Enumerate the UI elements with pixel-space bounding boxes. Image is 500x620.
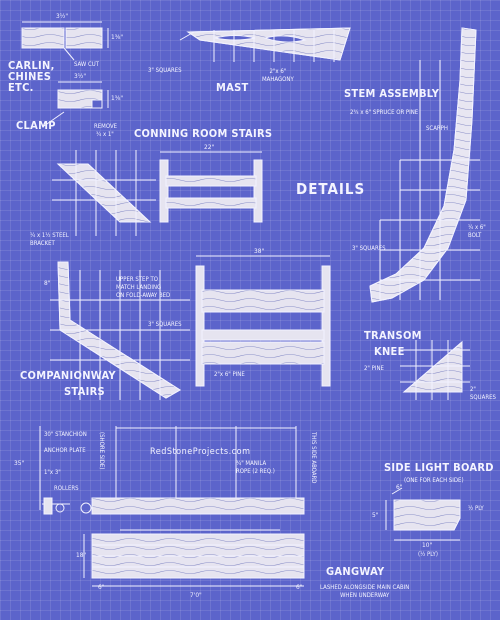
side-aboard-label: THIS SIDE ABOARD: [310, 432, 317, 484]
clamp-label: CLAMP: [16, 119, 56, 132]
remove-label: REMOVE: [94, 123, 118, 130]
slb-10-dim: 10": [422, 541, 433, 549]
gangway-note: LASHED ALONGSIDE MAIN CABIN WHEN UNDERWA…: [320, 584, 410, 599]
knee-pine-label: 2" PINE: [364, 365, 384, 372]
saw-cut-label: SAW CUT: [74, 61, 99, 68]
gangway-height-dim: 35": [14, 459, 25, 467]
stem-bolt-label: ¼ x 6" BOLT: [468, 224, 486, 239]
knee-squares-label: 2" SQUARES: [470, 386, 496, 401]
side-light-board-label: SIDE LIGHT BOARD: [384, 461, 494, 474]
rollers-label: ROLLERS: [54, 485, 79, 492]
slb-5-dim: 5": [372, 511, 379, 519]
center-stair-width-dim: 38": [254, 247, 265, 255]
knee-label: KNEE: [374, 345, 405, 358]
manila-rope-label: ¾" MANILA ROPE (2 REQ.): [236, 460, 275, 475]
gangway-6b-dim: 6": [296, 583, 303, 591]
side-light-board-drawing: [385, 487, 461, 541]
mast-label: MAST: [216, 81, 249, 94]
ply-label: ½ PLY: [468, 505, 484, 512]
stairs-label: STAIRS: [64, 385, 105, 398]
remove-size-label: ¾ x 1": [96, 131, 114, 138]
source-url: RedStoneProjects.com: [150, 447, 251, 457]
gangway-elevation-drawing: [39, 426, 305, 515]
stem-squares-label: 3" SQUARES: [352, 245, 386, 252]
shore-side-label: (SHORE SIDE): [98, 432, 105, 470]
gangway-width-dim: 18": [76, 551, 87, 559]
one-each-side-label: (ONE FOR EACH SIDE): [404, 477, 464, 484]
companion-squares-label: 3" SQUARES: [148, 321, 182, 328]
slb-ply-note: (½ PLY): [418, 551, 438, 558]
carlin-height-dim: 1⅜": [111, 33, 124, 41]
upper-step-label: UPPER STEP TO MATCH LANDING ON FOLD-AWAY…: [116, 276, 171, 299]
conning-room-stairs-label: CONNING ROOM STAIRS: [134, 127, 273, 140]
gangway-plan-drawing: [83, 529, 305, 587]
clamp-width-dim: 3½": [74, 72, 87, 80]
details-heading: DETAILS: [296, 180, 366, 198]
companionway-drawing: [50, 261, 190, 400]
transom-label: TRANSOM: [364, 329, 422, 342]
bolt-size-label: 1"x 3": [44, 469, 61, 476]
gangway-label: GANGWAY: [326, 565, 385, 578]
conning-side-drawing: [52, 150, 156, 236]
clamp-height-dim: 1⅜": [111, 94, 124, 102]
scarph-label: SCARPH: [426, 125, 448, 132]
companion-height-dim: 8": [44, 279, 51, 287]
mast-material-label: 2"x 6" MAHAGONY: [262, 68, 294, 83]
steel-bracket-label: ¼ x 1½ STEEL BRACKET: [30, 232, 69, 247]
gangway-6a-dim: 6": [98, 583, 105, 591]
transom-knee-drawing: [400, 340, 470, 400]
conning-stairs-drawing: [159, 151, 263, 223]
companionway-label: COMPANIONWAY: [20, 369, 116, 382]
pine-label: 2"x 6" PINE: [214, 371, 245, 378]
conning-width-dim: 22": [204, 143, 215, 151]
anchor-plate-label: ANCHOR PLATE: [44, 447, 86, 454]
stanchion-label: 30" STANCHION: [44, 431, 87, 438]
center-stair-drawing: [195, 255, 331, 387]
stem-material-label: 2¾ x 6" SPRUCE OR PINE: [350, 109, 419, 116]
clamp-section: [43, 81, 109, 127]
carlin-width-dim: 3½": [56, 12, 69, 20]
stem-assembly-label: STEM ASSEMBLY: [344, 87, 440, 100]
gangway-length-dim: 7'0": [190, 591, 202, 599]
mast-squares-label: 3" SQUARES: [148, 67, 182, 74]
stem-assembly-drawing: [369, 27, 480, 303]
mast-drawing: [179, 27, 351, 62]
slb-6-dim: 6": [396, 483, 403, 491]
carlin-section: [21, 21, 109, 61]
carlin-chines-label: CARLIN, CHINES ETC.: [8, 59, 55, 94]
